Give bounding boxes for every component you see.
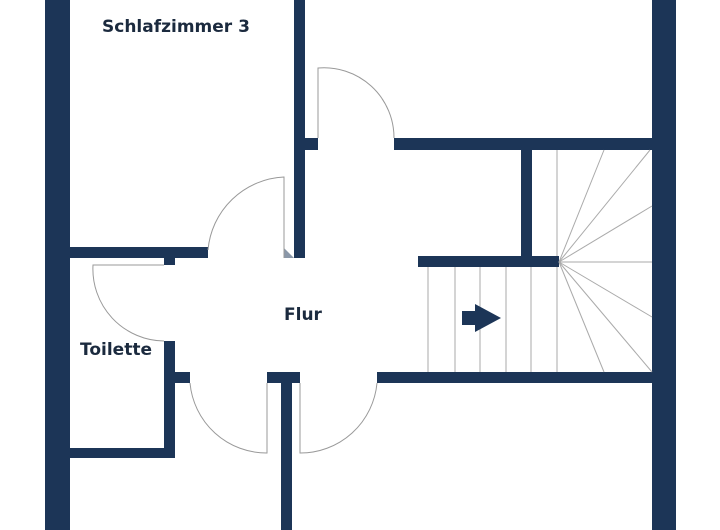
toilet-bottom-wall: [70, 448, 175, 458]
right-outer-wall: [652, 0, 676, 530]
room-label-bedroom3: Schlafzimmer 3: [102, 17, 250, 37]
upper-wall-stub: [305, 138, 318, 150]
doors: [92, 67, 395, 454]
toilet-right-wall: [164, 341, 175, 458]
toilet-door-stub: [164, 258, 175, 265]
upper-stair-wall: [394, 138, 652, 150]
lower-divider-wall: [281, 383, 292, 530]
door-toilet: [92, 264, 165, 342]
wall-corner-marker: [284, 248, 294, 258]
room-label-toilet: Toilette: [80, 340, 152, 360]
stair-landing-wall: [418, 256, 559, 267]
staircase: [427, 149, 653, 373]
stair-bottom-wall: [377, 372, 652, 383]
left-outer-wall: [45, 0, 70, 530]
bedroom-hall-wall: [294, 0, 305, 258]
bedroom-bottom-wall: [70, 247, 208, 258]
lower-hall-stub: [267, 372, 300, 383]
door-lower-right: [299, 382, 378, 454]
room-label-hallway: Flur: [284, 305, 322, 325]
toilet-stub: [175, 372, 190, 383]
door-bedroom3: [207, 176, 285, 258]
stair-divider-wall: [521, 150, 532, 257]
walls: [45, 0, 676, 530]
door-lower-left: [189, 382, 268, 454]
door-bedroom-top: [317, 67, 395, 139]
arrow-right-icon: [462, 304, 501, 332]
